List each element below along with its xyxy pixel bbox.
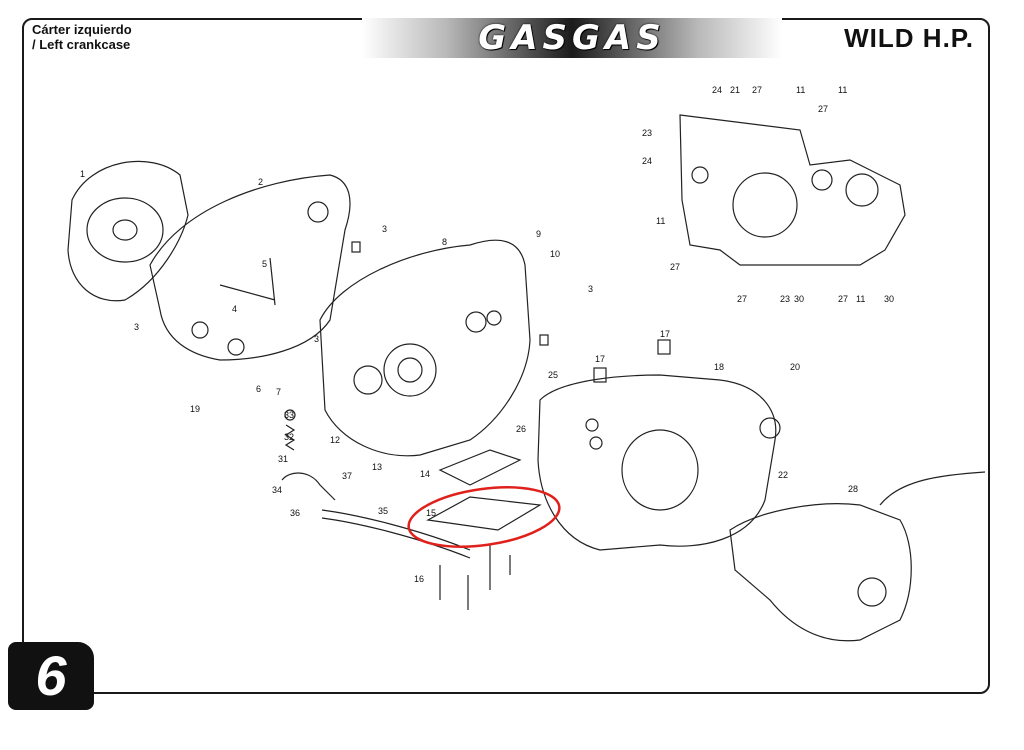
callout-30: 30 (884, 294, 894, 304)
part-outer-cover (67, 160, 189, 302)
callout-32: 32 (284, 432, 294, 442)
callout-37: 37 (342, 471, 352, 481)
callout-20: 20 (790, 362, 800, 372)
callout-24: 24 (642, 156, 652, 166)
callout-15: 15 (426, 508, 436, 518)
callout-25: 25 (548, 370, 558, 380)
page-header: Cárter izquierdo / Left crankcase GASGAS… (22, 18, 990, 60)
callout-1: 1 (80, 169, 85, 179)
callout-27: 27 (752, 85, 762, 95)
callout-27: 27 (670, 262, 680, 272)
callout-4: 4 (232, 304, 237, 314)
callout-27: 27 (818, 104, 828, 114)
page-number-badge: 6 (8, 642, 94, 710)
callout-3: 3 (134, 322, 139, 332)
brand-logo: GASGAS (478, 18, 666, 58)
callout-9: 9 (536, 229, 541, 239)
callout-28: 28 (848, 484, 858, 494)
part-clutch-cover (149, 174, 351, 361)
callout-36: 36 (290, 508, 300, 518)
callout-23: 23 (780, 294, 790, 304)
callout-17: 17 (660, 329, 670, 339)
callout-23: 23 (642, 128, 652, 138)
callout-13: 13 (372, 462, 382, 472)
section-title-es: Cárter izquierdo (32, 22, 132, 37)
callout-34: 34 (272, 485, 282, 495)
callout-11: 11 (796, 85, 805, 95)
callout-26: 26 (516, 424, 526, 434)
callout-19: 19 (190, 404, 200, 414)
page-number: 6 (35, 644, 67, 707)
callout-12: 12 (330, 435, 340, 445)
callout-33: 33 (284, 410, 294, 420)
callout-11: 11 (838, 85, 847, 95)
callout-35: 35 (378, 506, 388, 516)
model-name: WILD H.P. (844, 23, 974, 53)
section-title: Cárter izquierdo / Left crankcase (32, 22, 132, 52)
callout-11: 11 (856, 294, 865, 304)
callout-3: 3 (382, 224, 387, 234)
callout-3: 3 (588, 284, 593, 294)
callout-18: 18 (714, 362, 724, 372)
callout-7: 7 (276, 387, 281, 397)
part-spring (281, 409, 336, 501)
callout-22: 22 (778, 470, 788, 480)
callout-16: 16 (414, 574, 424, 584)
callout-27: 27 (737, 294, 747, 304)
section-title-en: / Left crankcase (32, 37, 131, 52)
callout-8: 8 (442, 237, 447, 247)
callout-21: 21 (730, 85, 740, 95)
part-inset-crankcase (679, 114, 906, 266)
callout-14: 14 (420, 469, 430, 479)
callout-5: 5 (262, 259, 267, 269)
part-crankcase-left (319, 239, 531, 457)
callout-6: 6 (256, 384, 261, 394)
part-gasket (426, 449, 542, 531)
callout-11: 11 (656, 216, 665, 226)
callout-3: 3 (314, 334, 319, 344)
part-bolts (439, 545, 511, 610)
brand-band: GASGAS (362, 18, 782, 58)
callout-30: 30 (794, 294, 804, 304)
callout-17: 17 (595, 354, 605, 364)
highlight-ellipse (407, 486, 561, 548)
callout-2: 2 (258, 177, 263, 187)
callout-labels: 1 2 3 3 3 3 4 5 6 7 8 9 10 11 11 11 11 1… (80, 85, 894, 584)
callout-10: 10 (550, 249, 560, 259)
part-ignition-cover (729, 471, 986, 642)
part-hose (321, 509, 471, 559)
callout-27: 27 (838, 294, 848, 304)
part-dowels (351, 241, 671, 383)
part-crankcase-right (537, 374, 781, 551)
callout-24: 24 (712, 85, 722, 95)
callout-31: 31 (278, 454, 288, 464)
